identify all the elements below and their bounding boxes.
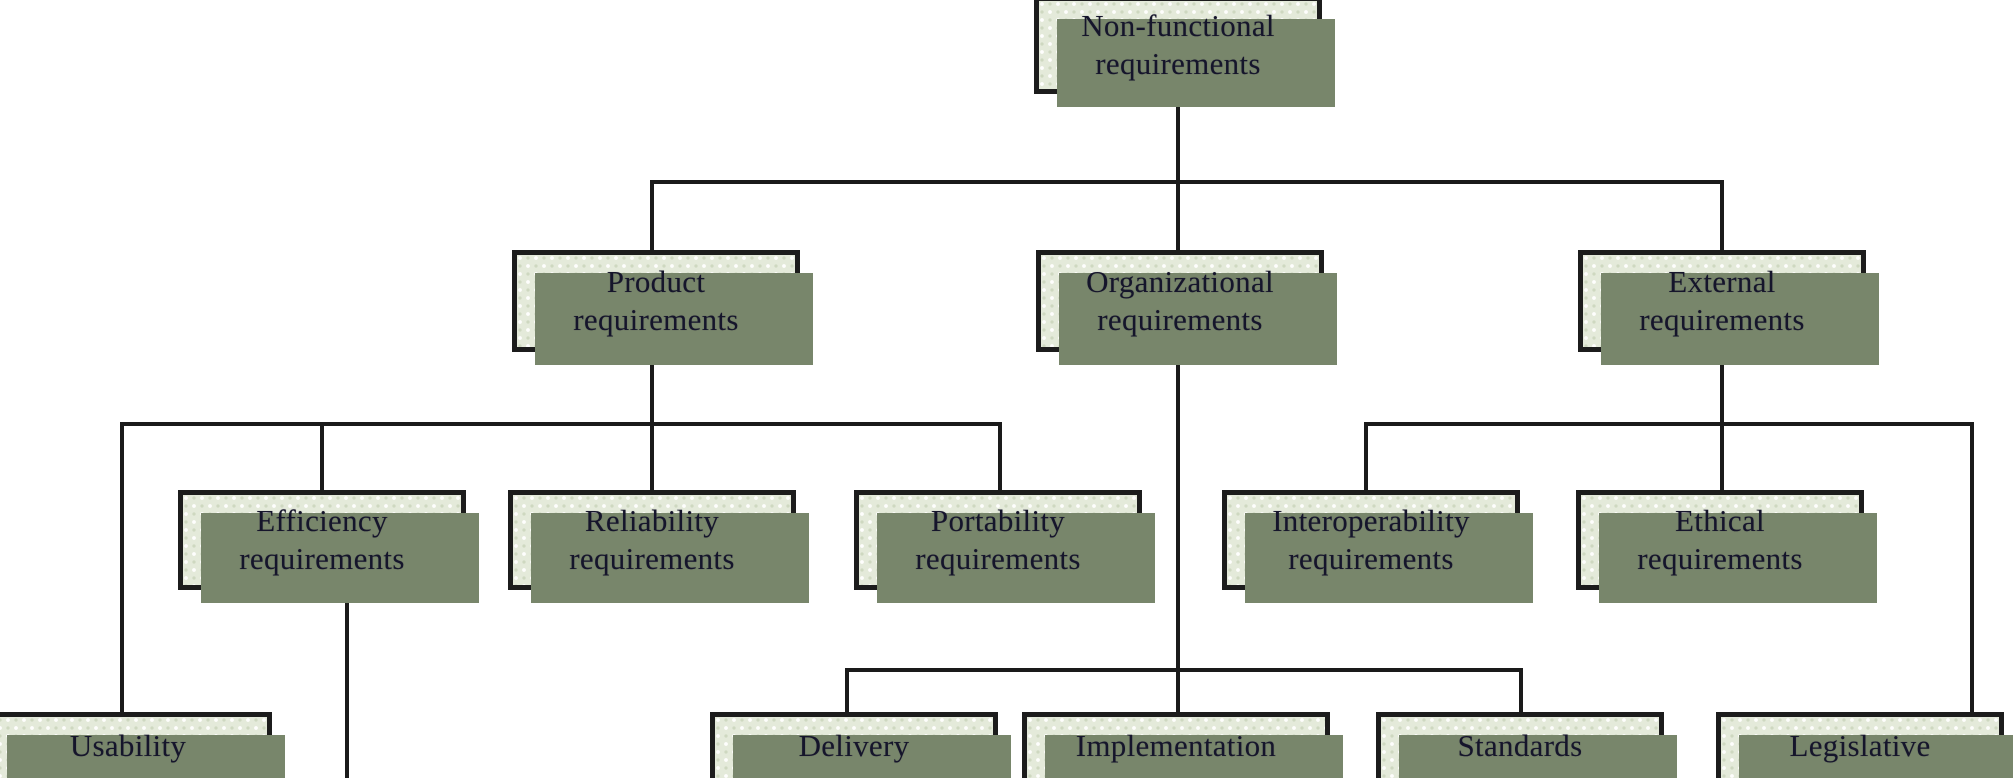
edge-drop-usability: [120, 422, 124, 712]
box-shadow: [1599, 513, 1877, 603]
node-efficiency-requirements[interactable]: Efficiency requirements: [178, 490, 479, 603]
node-external-requirements[interactable]: External requirements: [1578, 250, 1879, 365]
edge-drop-external: [1720, 180, 1724, 250]
box-shadow: [1399, 735, 1677, 778]
node-non-functional-requirements[interactable]: Non-functional requirements: [1034, 0, 1335, 107]
node-label: Reliability requirements: [569, 502, 735, 576]
node-label: Portability requirements: [915, 502, 1081, 576]
box-shadow: [877, 513, 1155, 603]
edge-drop-ethical: [1720, 422, 1724, 490]
node-label: Implementation: [1075, 728, 1277, 763]
edge-drop-implementation: [1176, 668, 1180, 712]
edge-drop-interoperability: [1364, 422, 1368, 490]
edge-bus-external: [1364, 422, 1974, 426]
edge-drop-reliability: [650, 422, 654, 490]
node-label: Efficiency requirements: [239, 502, 405, 576]
node-label: Delivery: [798, 728, 910, 763]
edge-drop-portability: [998, 422, 1002, 490]
edge-drop-legislative: [1970, 422, 1974, 712]
edge-product-stem: [650, 352, 654, 424]
edge-drop-delivery: [845, 668, 849, 712]
node-label: External requirements: [1639, 263, 1805, 337]
box-shadow: [1059, 273, 1337, 365]
node-label: Interoperability requirements: [1272, 502, 1470, 576]
node-label: Non-functional requirements: [1081, 7, 1275, 81]
node-label: Standards: [1457, 728, 1583, 763]
node-legislative[interactable]: Legislative: [1716, 712, 2013, 778]
box-shadow: [531, 513, 809, 603]
edge-efficiency-stem: [345, 590, 349, 778]
node-ethical-requirements[interactable]: Ethical requirements: [1576, 490, 1877, 603]
box-shadow: [201, 513, 479, 603]
node-label: Legislative: [1789, 728, 1931, 763]
node-product-requirements[interactable]: Product requirements: [512, 250, 813, 365]
edge-external-stem: [1720, 352, 1724, 424]
edge-root-stem: [1176, 94, 1180, 182]
box-shadow: [1245, 513, 1533, 603]
edge-drop-organizational: [1176, 180, 1180, 250]
edge-bus-product: [120, 422, 1000, 426]
node-portability-requirements[interactable]: Portability requirements: [854, 490, 1155, 603]
box-shadow: [1057, 19, 1335, 107]
node-implementation[interactable]: Implementation: [1022, 712, 1343, 778]
edge-drop-standards: [1519, 668, 1523, 712]
box-shadow: [1601, 273, 1879, 365]
node-interoperability-requirements[interactable]: Interoperability requirements: [1222, 490, 1533, 603]
edge-drop-product: [650, 180, 654, 250]
box-shadow: [1739, 735, 2013, 778]
box-shadow: [535, 273, 813, 365]
node-label: Usability: [69, 728, 187, 763]
node-label: Product requirements: [573, 263, 739, 337]
node-organizational-requirements[interactable]: Organizational requirements: [1036, 250, 1337, 365]
node-label: Organizational requirements: [1086, 263, 1274, 337]
node-standards[interactable]: Standards: [1376, 712, 1677, 778]
box-shadow: [7, 735, 285, 778]
node-delivery[interactable]: Delivery: [710, 712, 1011, 778]
node-label: Ethical requirements: [1637, 502, 1803, 576]
box-shadow: [733, 735, 1011, 778]
edge-bus-organizational: [845, 668, 1522, 672]
node-usability[interactable]: Usability: [0, 712, 285, 778]
edge-organizational-stem: [1176, 352, 1180, 670]
node-reliability-requirements[interactable]: Reliability requirements: [508, 490, 809, 603]
edge-drop-efficiency: [320, 422, 324, 490]
box-shadow: [1045, 735, 1343, 778]
edge-bus-level1: [652, 180, 1722, 184]
